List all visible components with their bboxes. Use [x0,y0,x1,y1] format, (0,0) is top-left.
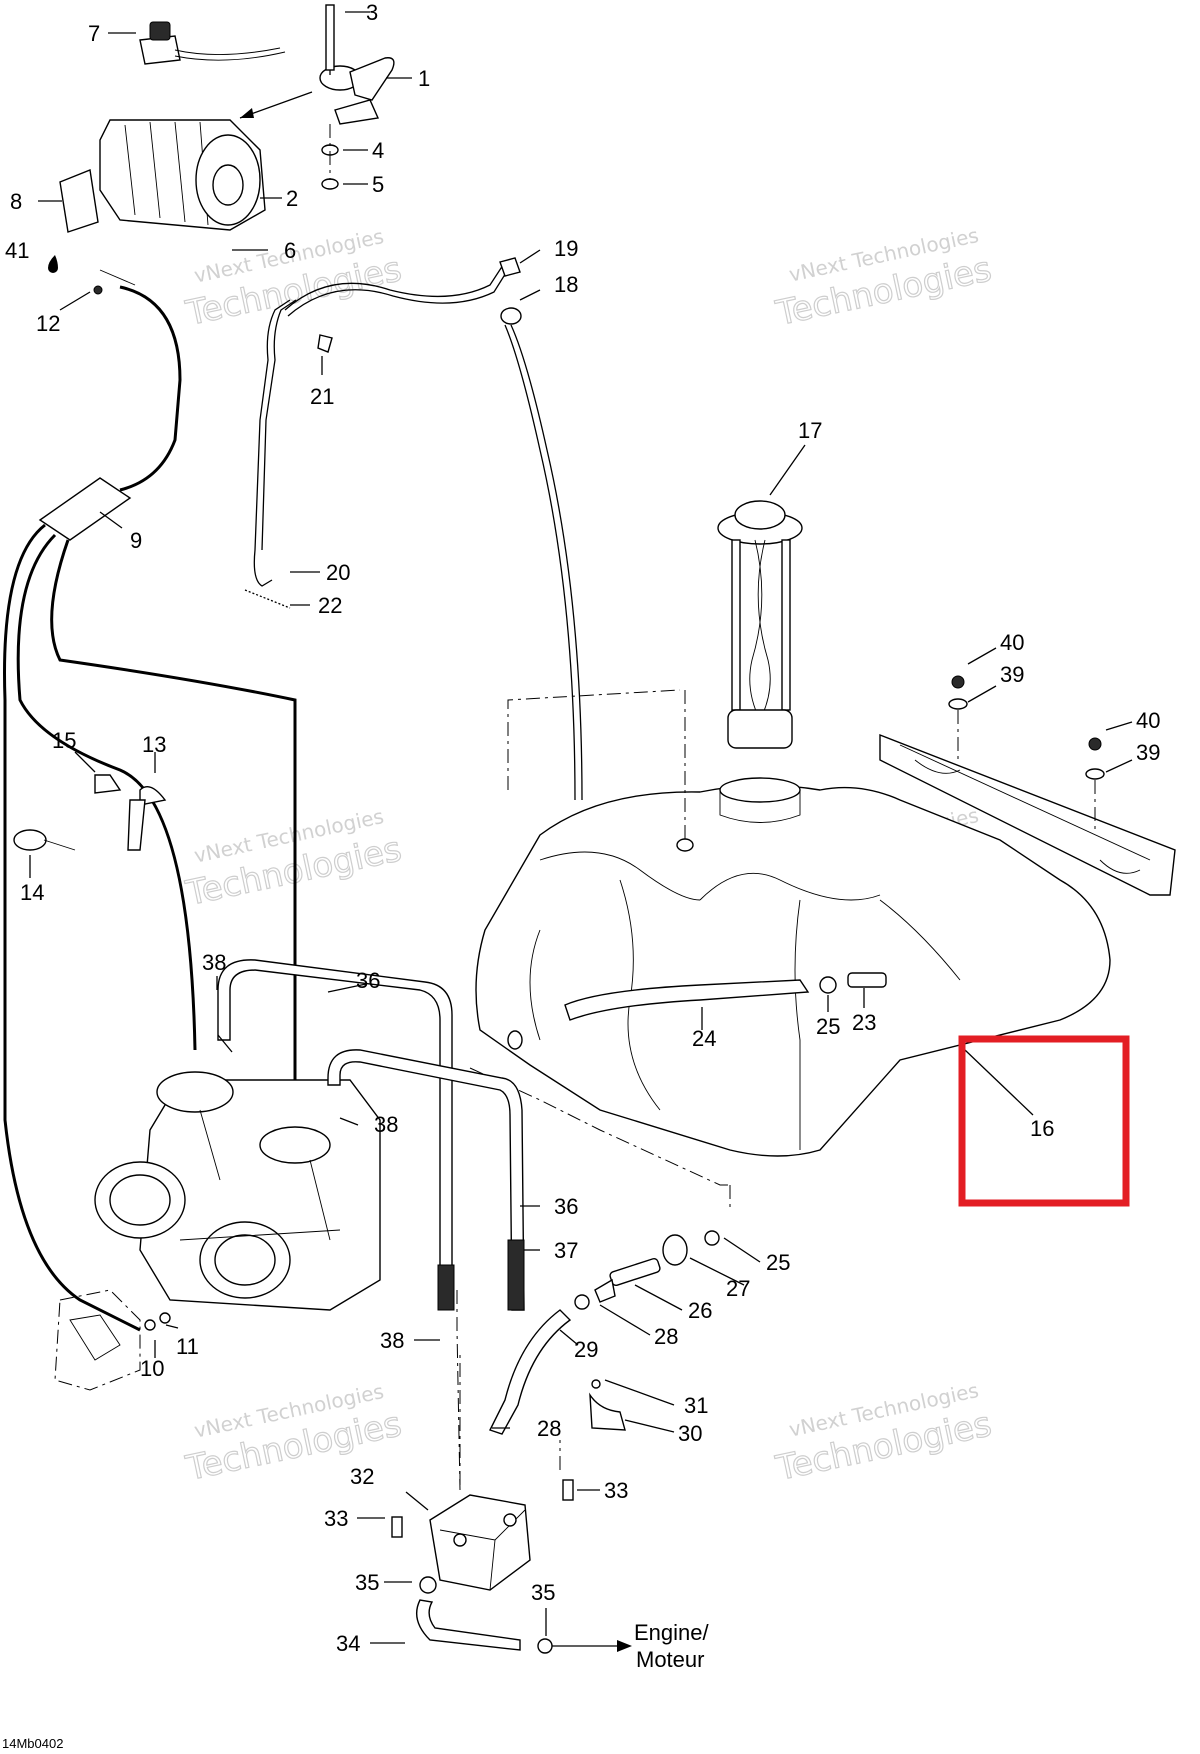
callout-27: 27 [726,1276,750,1301]
callout-31: 31 [684,1393,708,1418]
callout-18: 18 [554,272,578,297]
vent-lines [244,257,583,801]
engine-label: Engine/ [634,1620,710,1645]
small-parts [13,774,167,851]
callout-11: 11 [176,1334,199,1359]
callout-25a: 25 [816,1014,840,1039]
leader-lines [29,11,1133,1652]
callout-22: 22 [318,593,342,618]
callout-39a: 39 [1000,662,1024,687]
callout-14: 14 [20,880,44,905]
callout-38a: 38 [202,950,226,975]
fuel-tank [469,689,1111,1186]
callout-19: 19 [554,236,578,261]
highlight-box-callout-16[interactable] [958,1035,1130,1207]
callout-38b: 38 [374,1112,398,1137]
callout-5: 5 [372,172,384,197]
callout-3: 3 [366,0,378,25]
callout-39b: 39 [1136,740,1160,765]
callout-33a: 33 [604,1478,628,1503]
callout-32: 32 [350,1464,374,1489]
fuel-hoses [217,959,572,1435]
callout-28b: 28 [537,1416,561,1441]
fittings [574,1230,720,1431]
callout-8: 8 [10,189,22,214]
callout-1: 1 [418,66,430,91]
engine-destination-label: Engine/ Moteur [634,1620,710,1672]
callout-26: 26 [688,1298,712,1323]
callout-6: 6 [284,238,296,263]
callout-21: 21 [310,384,334,409]
callout-20: 20 [326,560,350,585]
callout-35b: 35 [531,1580,555,1605]
callout-9: 9 [130,528,142,553]
callout-38c: 38 [380,1328,404,1353]
electrical-harness [3,255,297,1332]
callout-36b: 36 [554,1194,578,1219]
tank-bracket [879,675,1176,896]
callout-13: 13 [142,732,166,757]
callout-12: 12 [36,311,60,336]
carburetors [94,1071,381,1311]
fuel-pump [391,1185,731,1654]
callout-28a: 28 [654,1324,678,1349]
callout-37: 37 [554,1238,578,1263]
callout-33b: 33 [324,1506,348,1531]
moteur-label: Moteur [636,1647,704,1672]
callout-40b: 40 [1136,708,1160,733]
choke-assembly [59,4,395,233]
callout-17: 17 [798,418,822,443]
callout-34: 34 [336,1631,360,1656]
filler-cap-gauge [717,500,803,749]
diagram-code: 14Mb0402 [2,1736,63,1751]
callout-labels: 7 3 1 4 5 8 2 6 41 12 19 18 21 17 9 20 2… [5,0,1160,1656]
callout-29: 29 [574,1337,598,1362]
callout-4: 4 [372,138,384,163]
callout-15: 15 [52,728,76,753]
callout-30: 30 [678,1421,702,1446]
callout-7: 7 [88,21,100,46]
callout-23: 23 [852,1010,876,1035]
callout-25b: 25 [766,1250,790,1275]
callout-10: 10 [140,1356,164,1381]
callout-2: 2 [286,186,298,211]
callout-41: 41 [5,238,29,263]
callout-36a: 36 [356,968,380,993]
callout-40a: 40 [1000,630,1024,655]
callout-16: 16 [1030,1116,1054,1141]
relay-bracket [54,1289,171,1391]
callout-35a: 35 [355,1570,379,1595]
callout-24: 24 [692,1026,716,1051]
